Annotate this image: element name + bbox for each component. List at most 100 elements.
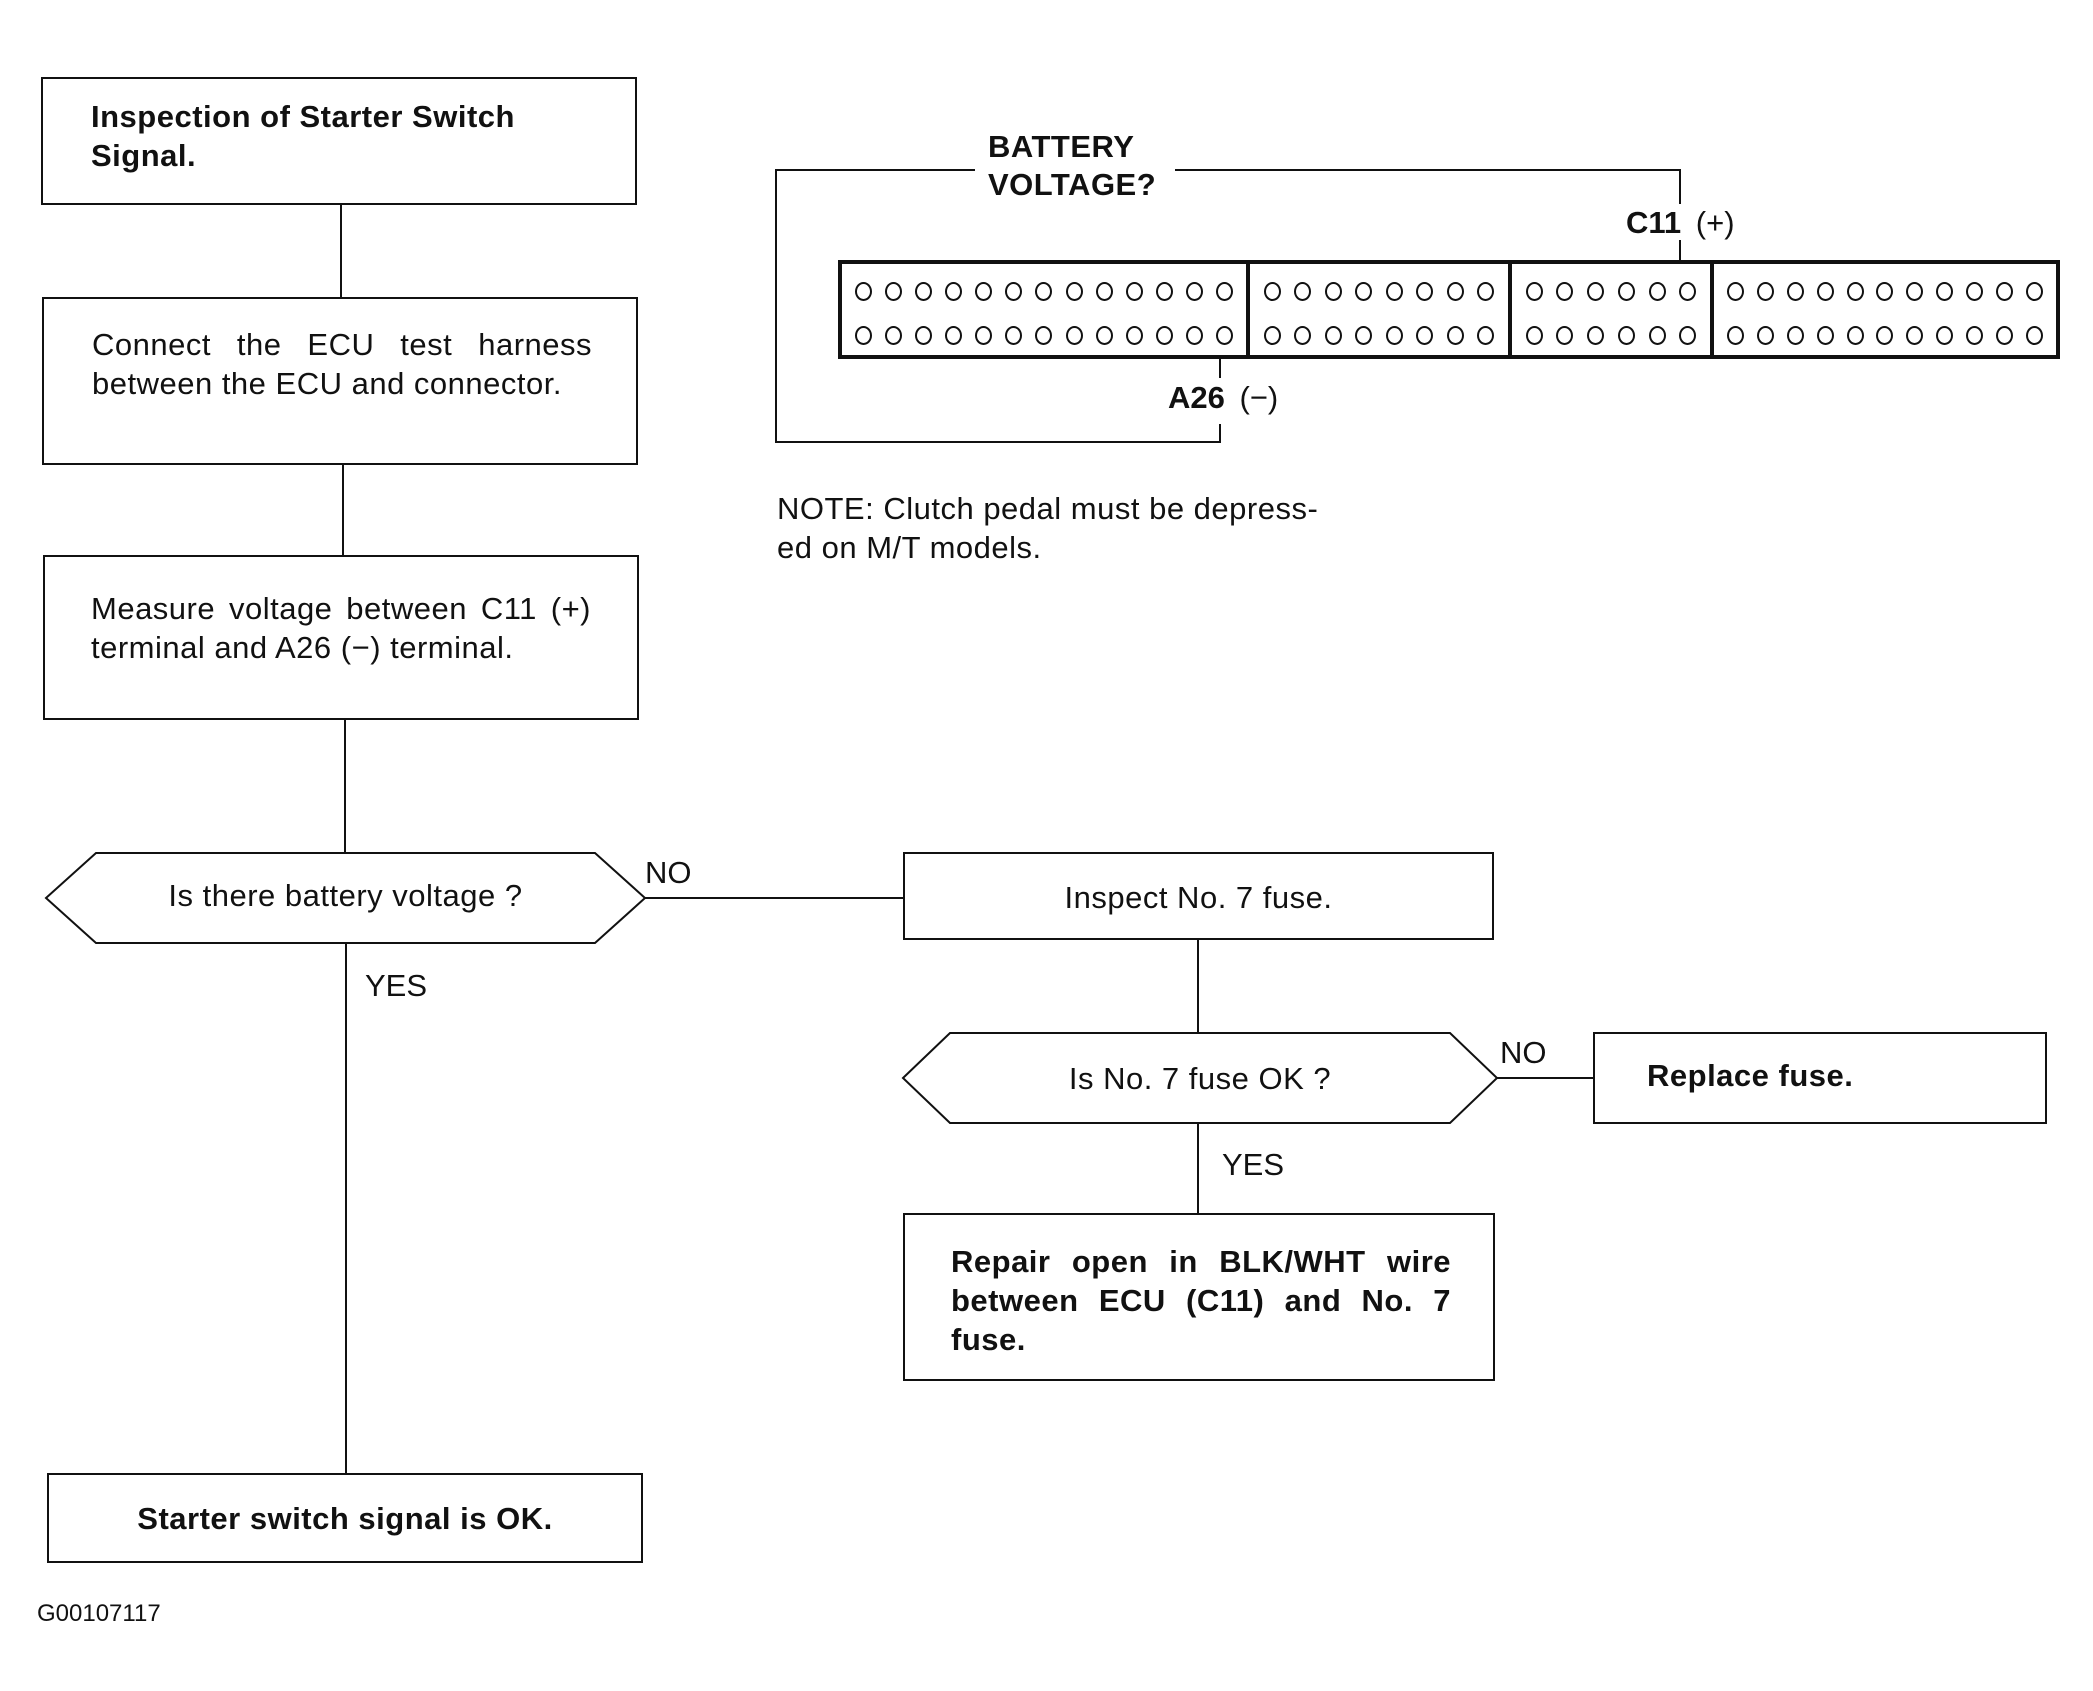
pin-row-top [1714, 282, 2056, 301]
connector-pin [1355, 326, 1373, 345]
connector-pin [885, 282, 903, 301]
decision-voltage-yes-label: YES [365, 968, 428, 1003]
connector-pin [1617, 282, 1635, 301]
connector-section-d [1714, 264, 2056, 355]
ecu-connector [838, 260, 2060, 359]
connector-pin [1846, 282, 1864, 301]
note-line1: NOTE: Clutch pedal must be depress- [777, 491, 1319, 526]
connector-pin [885, 326, 903, 345]
connector-pin [1648, 282, 1666, 301]
connector-pin [1355, 282, 1373, 301]
decision-voltage-shape [44, 852, 647, 944]
connector-pin [855, 282, 873, 301]
connector-pin [1155, 282, 1173, 301]
decision-fuse-yes-label: YES [1222, 1147, 1285, 1182]
decision-voltage-text: Is there battery voltage ? [168, 878, 523, 913]
pin-row-top [842, 282, 1246, 301]
connector-section-c [1512, 264, 1714, 355]
connector-pin [1525, 326, 1543, 345]
pin-row-bottom [1714, 326, 2056, 345]
connector-pin [1215, 282, 1233, 301]
result-replace-fuse-text: Replace fuse. [1647, 1058, 1854, 1093]
connector-pin [1786, 326, 1804, 345]
start-box: Inspection of Starter Switch Signal. [41, 77, 637, 205]
pin-row-bottom [842, 326, 1246, 345]
battery-voltage-line1: BATTERY [988, 129, 1135, 164]
connector-pin [1324, 326, 1342, 345]
connector-pin [855, 326, 873, 345]
connector-pin [1936, 282, 1954, 301]
connector-pin [1816, 326, 1834, 345]
negative-terminal-sign: (−) [1239, 380, 1279, 415]
connector-pin [1095, 282, 1113, 301]
result-repair-wire-box: Repair open in BLK/WHT wire between ECU … [903, 1213, 1495, 1381]
battery-voltage-label: BATTERY VOLTAGE? [988, 128, 1156, 204]
connector-pin [1876, 282, 1894, 301]
result-replace-fuse-box: Replace fuse. [1593, 1032, 2047, 1124]
connector-pin [1726, 282, 1744, 301]
connector-pin [1556, 326, 1574, 345]
connector-pin [1906, 326, 1924, 345]
figure-code: G00107117 [37, 1600, 161, 1627]
connector-pin [1556, 282, 1574, 301]
connector-pin [1679, 282, 1697, 301]
connector-pin [1648, 326, 1666, 345]
connector-pin [1477, 282, 1495, 301]
connector-pin [1756, 326, 1774, 345]
connector-pin [1446, 326, 1464, 345]
connector-pin [1263, 282, 1281, 301]
connector-pin [1065, 326, 1083, 345]
pin-row-top [1512, 282, 1710, 301]
result-ok-text: Starter switch signal is OK. [137, 1501, 553, 1536]
positive-terminal-label: C11 (+) [1626, 205, 1735, 241]
connector-pin [1446, 282, 1464, 301]
decision-fuse-text: Is No. 7 fuse OK ? [1068, 1061, 1332, 1096]
connector-pin [945, 326, 963, 345]
connector-pin [1477, 326, 1495, 345]
connector-pin [1215, 326, 1233, 345]
connector-pin [1035, 282, 1053, 301]
connector-pin [1936, 326, 1954, 345]
connector-pin [975, 282, 993, 301]
lead-positive-top [1175, 169, 1681, 204]
connector-pin [1005, 326, 1023, 345]
connector-section-a [842, 264, 1250, 355]
connector-pin [1035, 326, 1053, 345]
connector-pin [945, 282, 963, 301]
connector-section-b [1250, 264, 1512, 355]
start-box-text: Inspection of Starter Switch Signal. [91, 99, 515, 173]
decision-fuse-shape [901, 1032, 1499, 1124]
connector-pin [2025, 282, 2043, 301]
connector-pin [1786, 282, 1804, 301]
pin-row-bottom [1512, 326, 1710, 345]
decision-voltage-no-label: NO [645, 855, 692, 890]
connector-pin [1756, 282, 1774, 301]
lead-negative [775, 169, 1221, 443]
step-inspect-fuse-text: Inspect No. 7 fuse. [1064, 880, 1333, 915]
connector-pin [1385, 282, 1403, 301]
result-ok-box: Starter switch signal is OK. [47, 1473, 643, 1563]
decision-fuse-no-label: NO [1500, 1035, 1547, 1070]
connector-pin [1095, 326, 1113, 345]
connector-pin [1587, 326, 1605, 345]
connector-pin [1263, 326, 1281, 345]
connector-pin [975, 326, 993, 345]
positive-terminal-code: C11 [1626, 205, 1682, 240]
connector-pin [1294, 326, 1312, 345]
note-line2: ed on M/T models. [777, 530, 1042, 565]
step-connect-box: Connect the ECU test harness between the… [42, 297, 638, 465]
connector-pin [1846, 326, 1864, 345]
connector-pin [1906, 282, 1924, 301]
connector-pin [915, 282, 933, 301]
connector-pin [1324, 282, 1342, 301]
negative-terminal-code: A26 [1168, 380, 1225, 415]
connector-pin [1185, 282, 1203, 301]
connector-pin [1996, 326, 2014, 345]
connector-pin [1966, 326, 1984, 345]
note-text: NOTE: Clutch pedal must be depress- ed o… [777, 489, 1318, 567]
connector-pin [1065, 282, 1083, 301]
step-measure-text: Measure voltage between C11 (+) terminal… [91, 591, 591, 665]
positive-terminal-sign: (+) [1695, 205, 1735, 240]
connector-pin [1996, 282, 2014, 301]
